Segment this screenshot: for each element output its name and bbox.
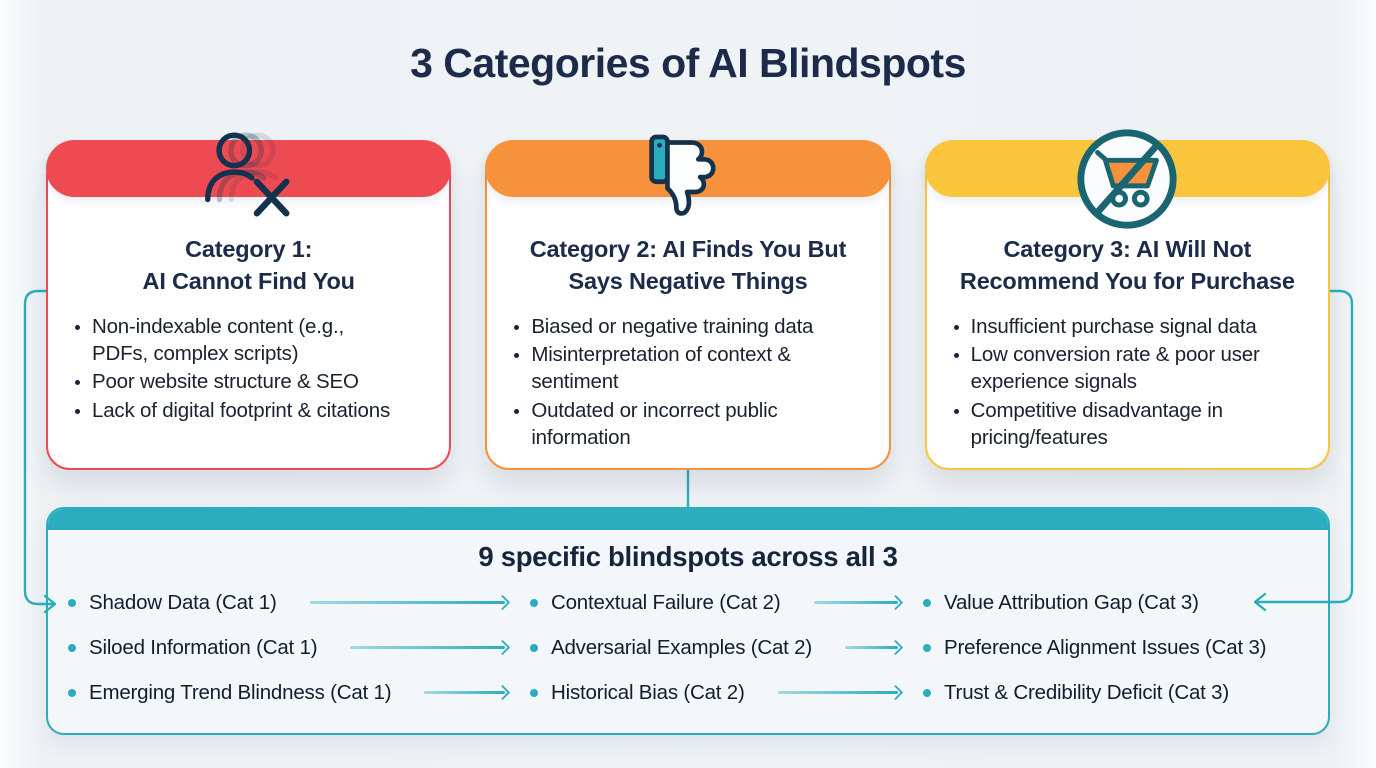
arrow-line bbox=[813, 601, 898, 604]
blindspot-label: Preference Alignment Issues (Cat 3) bbox=[944, 635, 1267, 659]
bullet-item: Misinterpretation of context & sentiment bbox=[531, 341, 843, 396]
arrow-line bbox=[845, 646, 898, 649]
blindspot-label: Adversarial Examples (Cat 2) bbox=[551, 635, 812, 659]
blindspot-label: Shadow Data (Cat 1) bbox=[89, 590, 277, 614]
arrow-line bbox=[424, 691, 505, 694]
category-title-line2: Recommend You for Purchase bbox=[959, 267, 1295, 294]
blindspots-panel: 9 specific blindspots across all 3 Shado… bbox=[46, 507, 1330, 735]
blindspot-label: Contextual Failure (Cat 2) bbox=[551, 590, 781, 614]
blindspot-item: Adversarial Examples (Cat 2) bbox=[530, 636, 923, 660]
panel-top-bar bbox=[48, 509, 1328, 530]
thumbs-down-icon bbox=[646, 130, 730, 231]
bullet-item: Insufficient purchase signal data bbox=[971, 313, 1283, 340]
bullet-dot bbox=[530, 688, 538, 697]
blindspot-item: Historical Bias (Cat 2) bbox=[530, 681, 923, 705]
category-card-3: Category 3: AI Will Not Recommend You fo… bbox=[924, 129, 1330, 470]
page-title: 3 Categories of AI Blindspots bbox=[410, 40, 966, 86]
category-title: Category 2: AI Finds You But Says Negati… bbox=[495, 234, 880, 298]
blindspot-item: Preference Alignment Issues (Cat 3) bbox=[923, 636, 1328, 660]
bullet-item: Outdated or incorrect public information bbox=[531, 397, 843, 452]
blindspot-item: Contextual Failure (Cat 2) bbox=[530, 591, 923, 615]
panel-title: 9 specific blindspots across all 3 bbox=[478, 541, 898, 572]
arrow-right-icon bbox=[887, 684, 904, 701]
arrow-right-icon bbox=[494, 594, 511, 611]
no-cart-icon bbox=[1072, 124, 1182, 239]
category-bullet-list: Insufficient purchase signal data Low co… bbox=[925, 313, 1330, 451]
arrow-line bbox=[350, 646, 505, 649]
category-bullet-list: Biased or negative training data Misinte… bbox=[485, 313, 890, 451]
category-bullet-list: Non-indexable content (e.g., PDFs, compl… bbox=[46, 313, 451, 424]
bullet-item: Lack of digital footprint & citations bbox=[92, 397, 404, 424]
blindspot-label: Value Attribution Gap (Cat 3) bbox=[944, 590, 1199, 614]
card-content: Category 2: AI Finds You But Says Negati… bbox=[485, 234, 890, 451]
category-title-line2: Says Negative Things bbox=[568, 267, 808, 294]
card-content: Category 1: AI Cannot Find You Non-index… bbox=[46, 234, 451, 424]
arrow-connector bbox=[309, 594, 511, 611]
category-title: Category 3: AI Will Not Recommend You fo… bbox=[935, 234, 1320, 298]
blindspot-label: Historical Bias (Cat 2) bbox=[551, 680, 745, 704]
blindspot-item: Shadow Data (Cat 1) bbox=[68, 591, 530, 615]
card-surface bbox=[46, 152, 452, 470]
blindspot-label: Siloed Information (Cat 1) bbox=[89, 635, 318, 659]
blindspot-item: Siloed Information (Cat 1) bbox=[68, 636, 530, 660]
arrow-right-icon bbox=[494, 639, 511, 656]
bullet-item: Biased or negative training data bbox=[531, 313, 843, 340]
arrow-right-icon bbox=[494, 684, 511, 701]
category-card-2: Category 2: AI Finds You But Says Negati… bbox=[485, 134, 891, 470]
bullet-dot bbox=[923, 643, 931, 652]
category-title-line1: Category 3: AI Will Not bbox=[1003, 236, 1252, 262]
category-title: Category 1: AI Cannot Find You bbox=[56, 234, 441, 298]
category-cards-row: Category 1: AI Cannot Find You Non-index… bbox=[46, 129, 1330, 470]
category-title-line1: Category 1: bbox=[185, 236, 313, 262]
arrow-connector bbox=[424, 684, 511, 701]
blindspot-item: Emerging Trend Blindness (Cat 1) bbox=[68, 681, 530, 705]
bullet-dot bbox=[68, 598, 76, 607]
bullet-dot bbox=[923, 688, 931, 697]
arrow-right-icon bbox=[887, 594, 904, 611]
arrow-connector bbox=[350, 639, 511, 656]
category-title-line1: Category 2: AI Finds You But bbox=[529, 236, 847, 262]
card-content: Category 3: AI Will Not Recommend You fo… bbox=[925, 234, 1330, 451]
arrow-right-icon bbox=[887, 639, 904, 656]
arrow-connector bbox=[813, 594, 904, 611]
blindspot-item: Trust & Credibility Deficit (Cat 3) bbox=[923, 681, 1328, 705]
arrow-connector bbox=[777, 684, 904, 701]
bullet-item: Competitive disadvantage in pricing/feat… bbox=[971, 397, 1283, 452]
bullet-dot bbox=[68, 643, 76, 652]
category-title-line2: AI Cannot Find You bbox=[142, 267, 355, 294]
blindspots-grid: Shadow Data (Cat 1) Contextual Failure (… bbox=[68, 580, 1328, 715]
bullet-dot bbox=[923, 598, 931, 607]
bullet-item: Poor website structure & SEO bbox=[92, 368, 404, 395]
blindspot-label: Trust & Credibility Deficit (Cat 3) bbox=[944, 680, 1229, 704]
arrow-line bbox=[309, 601, 505, 604]
category-card-1: Category 1: AI Cannot Find You Non-index… bbox=[46, 132, 452, 470]
bullet-dot bbox=[530, 643, 538, 652]
person-x-icon bbox=[195, 124, 303, 229]
bullet-item: Non-indexable content (e.g., PDFs, compl… bbox=[92, 313, 404, 368]
blindspot-item: Value Attribution Gap (Cat 3) bbox=[923, 591, 1328, 615]
arrow-line bbox=[777, 691, 898, 694]
arrow-connector bbox=[845, 639, 904, 656]
bullet-dot bbox=[68, 688, 76, 697]
blindspot-label: Emerging Trend Blindness (Cat 1) bbox=[89, 680, 392, 704]
bullet-item: Low conversion rate & poor user experien… bbox=[971, 341, 1283, 396]
bullet-dot bbox=[530, 598, 538, 607]
